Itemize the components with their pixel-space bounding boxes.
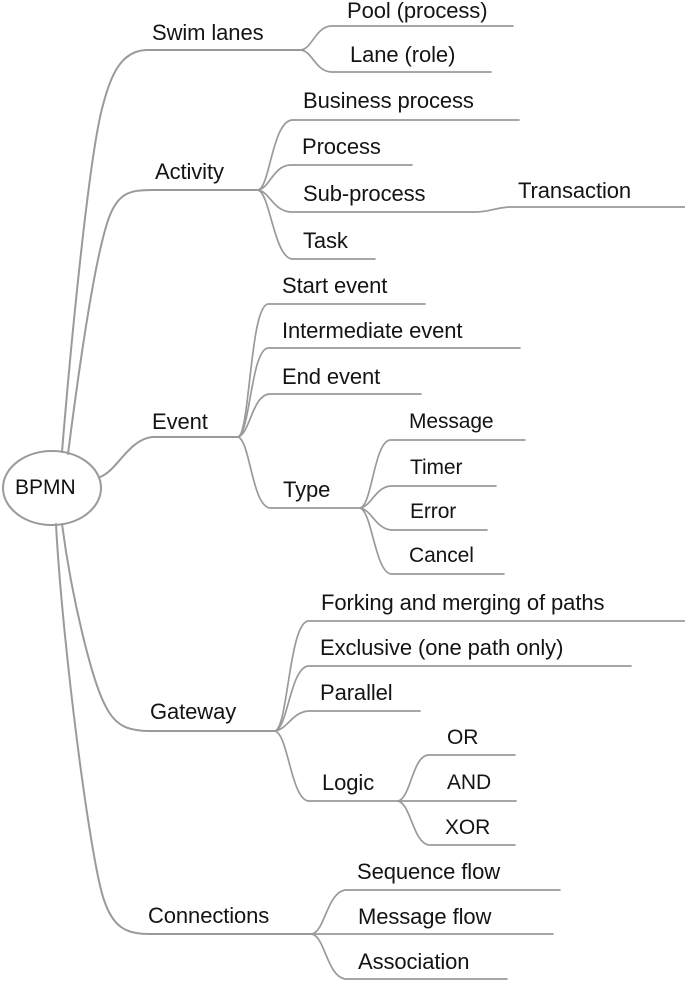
edge-event-intermediate-event: [237, 347, 521, 438]
edge-sub-process-transaction: [474, 206, 685, 213]
node-timer[interactable]: Timer: [410, 456, 463, 479]
node-transaction[interactable]: Transaction: [518, 178, 632, 203]
edge-gateway-parallel: [274, 710, 421, 732]
node-task[interactable]: Task: [303, 228, 348, 253]
trunk-connections: [55, 523, 313, 935]
edge-gateway-logic: [274, 730, 399, 802]
edge-event-end-event: [237, 393, 422, 438]
node-event[interactable]: Event: [152, 409, 208, 434]
node-swim-lanes[interactable]: Swim lanes: [152, 20, 264, 45]
edge-activity-process: [257, 164, 413, 191]
node-logic[interactable]: Logic: [322, 770, 375, 795]
node-end-event[interactable]: End event: [282, 364, 381, 389]
trunk-gateway: [61, 523, 276, 732]
node-xor[interactable]: XOR: [445, 816, 491, 839]
edge-type-error: [359, 507, 488, 531]
node-connections[interactable]: Connections: [148, 903, 270, 928]
edge-logic-or: [397, 754, 516, 802]
node-parallel[interactable]: Parallel: [320, 680, 393, 705]
edge-swim-lanes-lane: [299, 49, 492, 73]
node-activity[interactable]: Activity: [155, 159, 224, 184]
node-forking[interactable]: Forking and merging of paths: [321, 590, 605, 615]
node-and[interactable]: AND: [447, 771, 492, 794]
trunk-activity: [67, 189, 259, 455]
trunk-event: [99, 436, 239, 478]
node-pool-process[interactable]: Pool (process): [347, 0, 488, 23]
root-node-label[interactable]: BPMN: [15, 476, 76, 499]
edge-activity-sub-process: [257, 189, 476, 213]
edge-event-type: [237, 436, 361, 509]
node-intermediate-event[interactable]: Intermediate event: [282, 318, 463, 343]
edge-type-cancel: [359, 507, 505, 575]
trunk-swim-lanes: [61, 49, 301, 453]
edge-type-timer: [359, 485, 497, 509]
node-message-flow[interactable]: Message flow: [358, 904, 492, 929]
edge-activity-task: [257, 189, 376, 260]
node-gateway[interactable]: Gateway: [150, 699, 237, 724]
node-sequence-flow[interactable]: Sequence flow: [357, 859, 501, 884]
edge-gateway-forking: [274, 620, 685, 732]
node-business-process[interactable]: Business process: [303, 88, 474, 113]
node-or[interactable]: OR: [447, 726, 479, 749]
edge-connections-association: [311, 933, 508, 980]
root-node-ellipse[interactable]: [2, 450, 102, 526]
edge-gateway-exclusive: [274, 665, 632, 732]
node-association[interactable]: Association: [358, 949, 470, 974]
edge-activity-business-process: [257, 119, 520, 191]
node-process[interactable]: Process: [302, 134, 381, 159]
node-message[interactable]: Message: [409, 410, 494, 433]
edge-swim-lanes-pool: [299, 25, 514, 51]
edge-type-message: [359, 439, 526, 509]
edge-logic-xor: [397, 800, 516, 846]
node-cancel[interactable]: Cancel: [409, 544, 474, 567]
edge-connections-sequence-flow: [311, 889, 561, 935]
node-type[interactable]: Type: [283, 477, 331, 502]
node-exclusive[interactable]: Exclusive (one path only): [320, 635, 564, 660]
node-sub-process[interactable]: Sub-process: [303, 181, 426, 206]
node-error[interactable]: Error: [410, 500, 457, 523]
node-start-event[interactable]: Start event: [282, 273, 388, 298]
node-lane-role[interactable]: Lane (role): [350, 42, 456, 67]
edge-event-start-event: [237, 303, 426, 438]
